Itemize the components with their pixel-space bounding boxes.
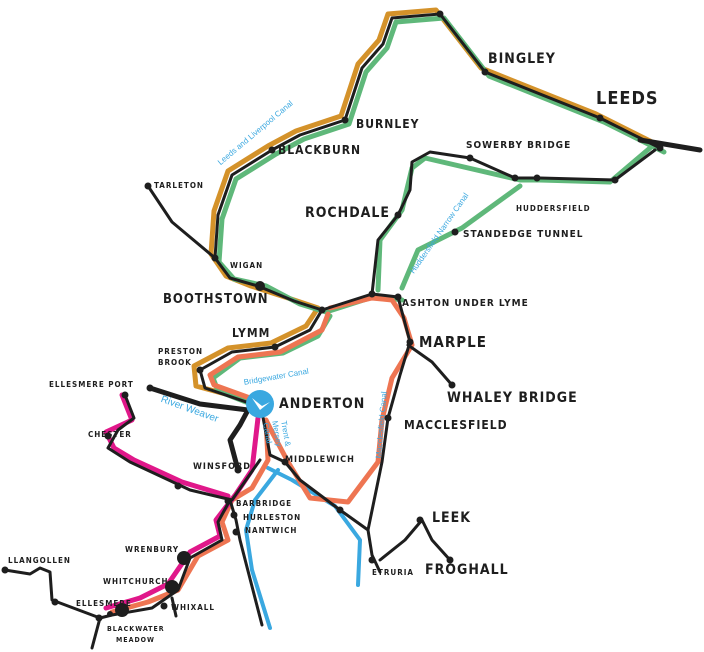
label-blackwater-meadow: BLACKWATER bbox=[107, 625, 165, 633]
label-ellesmere: ELLESMERE bbox=[76, 599, 132, 608]
label-huddersfield: HUDDERSFIELD bbox=[516, 204, 591, 213]
label-sowerby-bridge: SOWERBY BRIDGE bbox=[466, 140, 572, 151]
boat-lift-icon bbox=[246, 390, 274, 418]
label-leek: LEEK bbox=[432, 510, 471, 526]
label-macclesfield: MACCLESFIELD bbox=[404, 418, 508, 432]
label-anderton: ANDERTON bbox=[279, 396, 366, 412]
label-bingley: BINGLEY bbox=[488, 51, 556, 67]
label-froghall: FROGHALL bbox=[425, 562, 509, 578]
label-leeds: LEEDS bbox=[596, 88, 659, 109]
label-boothstown: BOOTHSTOWN bbox=[163, 292, 269, 307]
river-dane bbox=[244, 468, 280, 630]
route-river-weaver bbox=[147, 385, 251, 473]
label-burnley: BURNLEY bbox=[356, 117, 420, 131]
label-llangollen: LLANGOLLEN bbox=[8, 556, 71, 565]
label-preston-brook-2: BROOK bbox=[158, 358, 192, 367]
label-whitchurch: WHITCHURCH bbox=[103, 577, 169, 586]
label-chester: CHESTER bbox=[88, 430, 132, 439]
label-standedge-tunnel: STANDEDGE TUNNEL bbox=[463, 229, 584, 240]
route-black-leeds-east bbox=[637, 137, 703, 153]
label-winsford: WINSFORD bbox=[193, 462, 251, 472]
label-whixall: WHIXALL bbox=[171, 603, 215, 612]
label-preston-brook: PRESTON bbox=[158, 347, 203, 356]
label-whaley-bridge: WHALEY BRIDGE bbox=[447, 390, 578, 406]
label-etruria: ETRURIA bbox=[372, 568, 415, 577]
label-ellesmere-port: ELLESMERE PORT bbox=[49, 380, 134, 389]
label-hurleston: HURLESTON bbox=[243, 513, 302, 522]
label-blackwater-meadow-2: MEADOW bbox=[116, 636, 155, 644]
route-green-outer bbox=[216, 15, 667, 315]
label-wigan: WIGAN bbox=[230, 261, 264, 270]
label-rochdale: ROCHDALE bbox=[305, 205, 391, 221]
label-lymm: LYMM bbox=[232, 326, 271, 340]
route-black-rochdale bbox=[370, 148, 657, 296]
label-tarleton: TARLETON bbox=[154, 181, 204, 190]
label-marple: MARPLE bbox=[419, 333, 487, 351]
label-wrenbury: WRENBURY bbox=[125, 545, 180, 554]
label-middlewich: MIDDLEWICH bbox=[285, 455, 355, 465]
label-nantwich: NANTWICH bbox=[245, 526, 298, 535]
route-leeds-liverpool-orange bbox=[191, 7, 659, 404]
label-barbridge: BARBRIDGE bbox=[236, 499, 293, 508]
station-dots bbox=[1, 10, 664, 622]
label-ashton-under-lyme: ASHTON UNDER LYME bbox=[402, 298, 529, 309]
label-blackburn: BLACKBURN bbox=[278, 143, 362, 157]
